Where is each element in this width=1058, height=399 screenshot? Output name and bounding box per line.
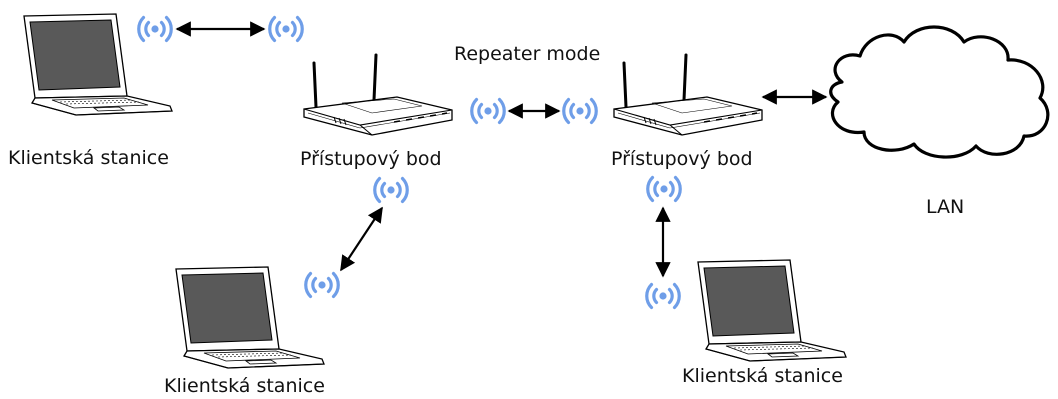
wifi-signal-icon [646, 175, 682, 203]
cloud-icon [829, 25, 1050, 159]
repeater-mode-label: Repeater mode [454, 43, 600, 65]
wifi-signal-icon [268, 15, 304, 43]
client-station-label-top-left: Klientská stanice [8, 147, 169, 169]
laptop-icon-top-left [23, 13, 173, 116]
client-station-label-bottom-left: Klientská stanice [164, 375, 325, 397]
wifi-signal-icon [373, 176, 409, 204]
wifi-signal-icon [137, 15, 173, 43]
client-station-label-bottom-right: Klientská stanice [682, 365, 843, 387]
wifi-signal-icon [562, 97, 598, 125]
wifi-signal-icon [645, 282, 681, 310]
router-icon-right [612, 53, 764, 137]
lan-label: LAN [926, 196, 964, 218]
double-arrow [340, 206, 383, 272]
access-point-label-left: Přístupový bod [300, 148, 442, 170]
access-point-label-right: Přístupový bod [611, 148, 753, 170]
wifi-signal-icon [470, 97, 506, 125]
router-icon-left [302, 53, 454, 137]
laptop-icon-bottom-right [697, 259, 847, 362]
wifi-signal-icon [304, 271, 340, 299]
laptop-icon-bottom-left [175, 266, 325, 369]
